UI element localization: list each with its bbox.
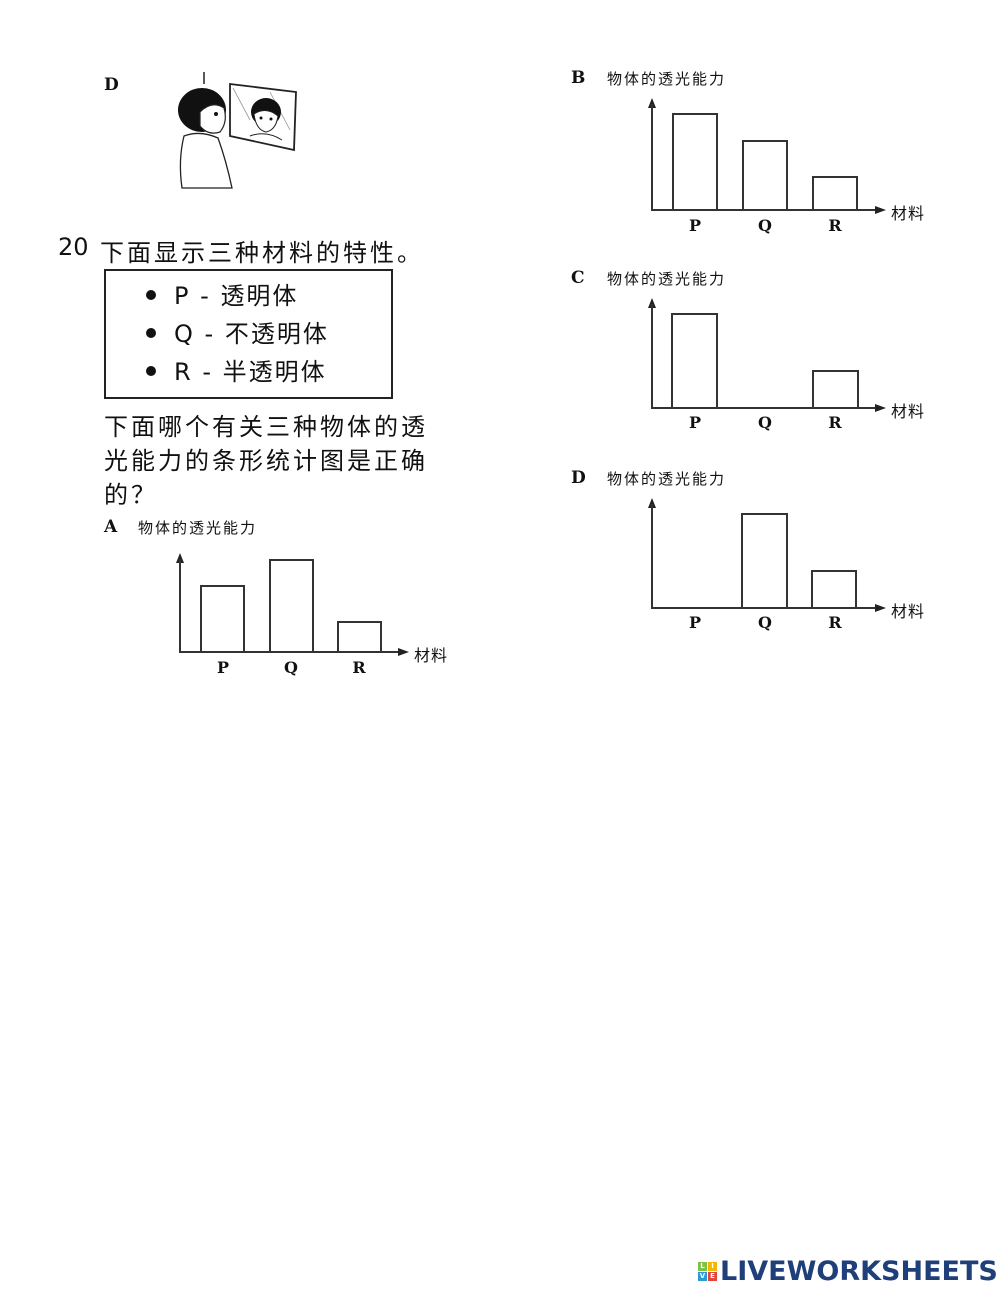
prompt-line: 光能力的条形统计图是正确 — [104, 447, 428, 475]
x-axis — [651, 607, 876, 609]
option-letter: D — [571, 468, 586, 488]
material-property: 不透明体 — [224, 320, 329, 348]
material-item-p: P - 透明体 — [146, 277, 391, 315]
x-axis-label: 材料 — [414, 646, 449, 665]
y-axis — [651, 304, 653, 408]
x-tick-r: R — [828, 413, 842, 432]
chart-title: 物体的透光能力 — [607, 470, 727, 488]
material-property: 透明体 — [220, 282, 299, 310]
prev-option-letter: D — [104, 75, 119, 95]
y-axis-arrow-icon — [176, 553, 184, 563]
material-property: 半透明体 — [222, 358, 327, 386]
live-logo-icon: L I V E — [698, 1261, 717, 1281]
y-axis-arrow-icon — [648, 98, 656, 108]
y-axis — [179, 559, 181, 652]
bar-p — [200, 585, 245, 651]
x-axis-label: 材料 — [891, 602, 926, 621]
x-axis — [651, 407, 876, 409]
x-tick-q: Q — [284, 658, 298, 677]
bar-p — [672, 113, 718, 209]
material-label: P — [174, 282, 191, 310]
dash: - — [204, 320, 216, 348]
bullet-icon — [146, 366, 156, 376]
chart-title: 物体的透光能力 — [607, 270, 727, 288]
x-tick-r: R — [352, 658, 366, 677]
material-label: R — [174, 358, 193, 386]
dash: - — [200, 282, 211, 310]
x-tick-q: Q — [758, 613, 772, 632]
option-a-chart[interactable]: A 物体的透光能力 材料 P Q R — [104, 517, 474, 682]
bullet-icon — [146, 328, 156, 338]
bar-q — [269, 559, 314, 651]
materials-box: P - 透明体 Q - 不透明体 R - 半透明体 — [104, 269, 393, 399]
logo-cell: V — [698, 1271, 707, 1281]
x-tick-r: R — [828, 216, 842, 235]
x-axis-label: 材料 — [891, 204, 926, 223]
bar-r — [337, 621, 382, 651]
x-axis — [179, 651, 399, 653]
x-axis-arrow-icon — [875, 404, 886, 412]
question-prompt: 下面哪个有关三种物体的透 光能力的条形统计图是正确 的？ — [104, 410, 428, 512]
material-label: Q — [174, 320, 195, 348]
material-item-r: R - 半透明体 — [146, 353, 391, 391]
x-axis — [651, 209, 876, 211]
bullet-icon — [146, 290, 156, 300]
x-tick-q: Q — [758, 413, 772, 432]
option-letter: A — [104, 517, 118, 537]
x-axis-label: 材料 — [891, 402, 926, 421]
prompt-line: 的？ — [104, 481, 158, 509]
bar-r — [812, 370, 859, 407]
logo-cell: I — [708, 1261, 717, 1271]
material-item-q: Q - 不透明体 — [146, 315, 391, 353]
y-axis-arrow-icon — [648, 498, 656, 508]
y-axis — [651, 104, 653, 210]
option-d-chart[interactable]: D 物体的透光能力 材料 P Q R — [571, 468, 951, 638]
option-c-chart[interactable]: C 物体的透光能力 材料 P Q R — [571, 268, 951, 438]
logo-cell: E — [708, 1271, 717, 1281]
chart-title: 物体的透光能力 — [607, 70, 727, 88]
bar-r — [812, 176, 858, 209]
bar-q — [742, 140, 788, 209]
logo-cell: L — [698, 1261, 707, 1271]
x-tick-r: R — [828, 613, 842, 632]
watermark-text: LIVEWORKSHEETS — [720, 1255, 998, 1287]
option-letter: B — [571, 68, 586, 88]
x-tick-p: P — [688, 413, 702, 432]
option-letter: C — [571, 268, 585, 288]
y-axis — [651, 504, 653, 608]
boy-mirror-illustration — [170, 70, 310, 190]
bar-p — [671, 313, 718, 407]
x-tick-p: P — [688, 216, 702, 235]
prompt-line: 下面哪个有关三种物体的透 — [104, 413, 428, 441]
liveworksheets-watermark: L I V E LIVEWORKSHEETS — [698, 1255, 998, 1287]
option-b-chart[interactable]: B 物体的透光能力 材料 P Q R — [571, 68, 951, 238]
x-axis-arrow-icon — [875, 206, 886, 214]
y-axis-arrow-icon — [648, 298, 656, 308]
x-axis-arrow-icon — [398, 648, 409, 656]
question-number: 20 — [58, 233, 89, 261]
x-tick-q: Q — [758, 216, 772, 235]
x-tick-p: P — [688, 613, 702, 632]
bar-q — [741, 513, 788, 607]
question-intro: 下面显示三种材料的特性。 — [100, 239, 424, 267]
dash: - — [202, 358, 213, 386]
bar-r — [811, 570, 857, 607]
chart-title: 物体的透光能力 — [138, 519, 258, 537]
x-axis-arrow-icon — [875, 604, 886, 612]
x-tick-p: P — [216, 658, 230, 677]
